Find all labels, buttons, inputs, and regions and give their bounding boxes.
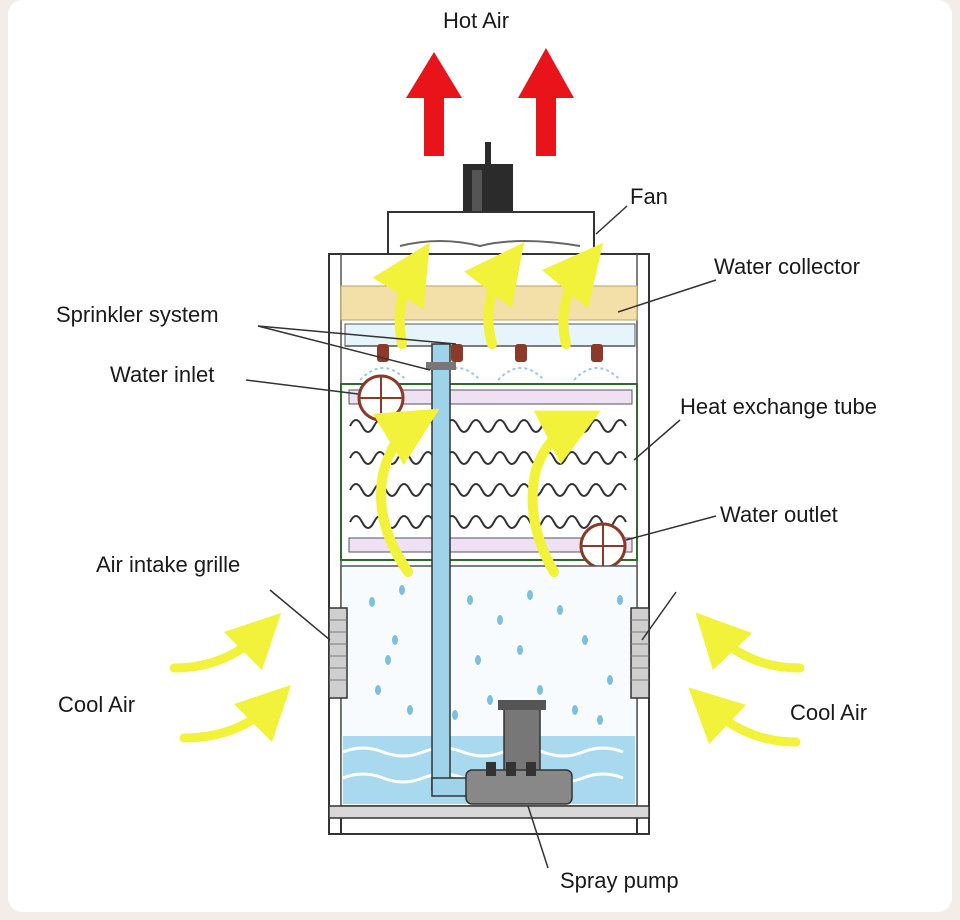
water-drops (369, 585, 623, 725)
internal-air-flow (372, 242, 604, 577)
air-flow-arrow-3 (541, 242, 604, 349)
air-intake-grille-right (630, 607, 650, 699)
label-heat-exchange-tube: Heat exchange tube (680, 394, 877, 419)
hot-air-arrow-right (518, 48, 574, 156)
coil-row-4 (349, 515, 627, 529)
air-intake-grilles (328, 607, 650, 699)
label-spray-pump: Spray pump (560, 868, 679, 893)
label-cool-air-right: Cool Air (790, 700, 867, 725)
air-intake-grille-left (328, 607, 348, 699)
tower-base (328, 805, 650, 834)
cool-air-arrow-right-1 (695, 612, 805, 673)
cool-air-arrow-left-2 (179, 684, 292, 743)
label-air-intake-grille: Air intake grille (96, 552, 240, 577)
label-hot-air: Hot Air (443, 8, 509, 33)
text-labels: Hot Air Fan Water collector Sprinkler sy… (56, 8, 877, 893)
fan-shroud (387, 211, 595, 255)
coil-row-3 (349, 483, 627, 497)
label-sprinkler-system: Sprinkler system (56, 302, 219, 327)
air-flow-arrow-5 (527, 410, 601, 577)
air-flow-arrow-1 (372, 242, 430, 349)
cool-air-arrows (169, 612, 805, 747)
hot-air-arrow-left (406, 52, 462, 156)
label-water-outlet: Water outlet (720, 502, 838, 527)
air-flow-arrow-4 (372, 408, 440, 577)
label-fan: Fan (630, 184, 668, 209)
spray-pipe (431, 343, 451, 791)
label-cool-air-left: Cool Air (58, 692, 135, 717)
leader-lines (245, 205, 717, 869)
fan-motor (463, 164, 513, 220)
hot-air-arrows (406, 48, 574, 156)
air-flow-arrow-2 (463, 242, 525, 349)
cool-air-arrow-left-1 (169, 612, 282, 673)
fan-assembly (387, 142, 595, 255)
cool-air-arrow-right-2 (688, 687, 801, 747)
spray-pipe-and-pump (426, 343, 573, 805)
label-water-inlet: Water inlet (110, 362, 214, 387)
label-water-collector: Water collector (714, 254, 860, 279)
spray-pump-motor (503, 705, 541, 773)
spray-pump-body (465, 769, 573, 805)
